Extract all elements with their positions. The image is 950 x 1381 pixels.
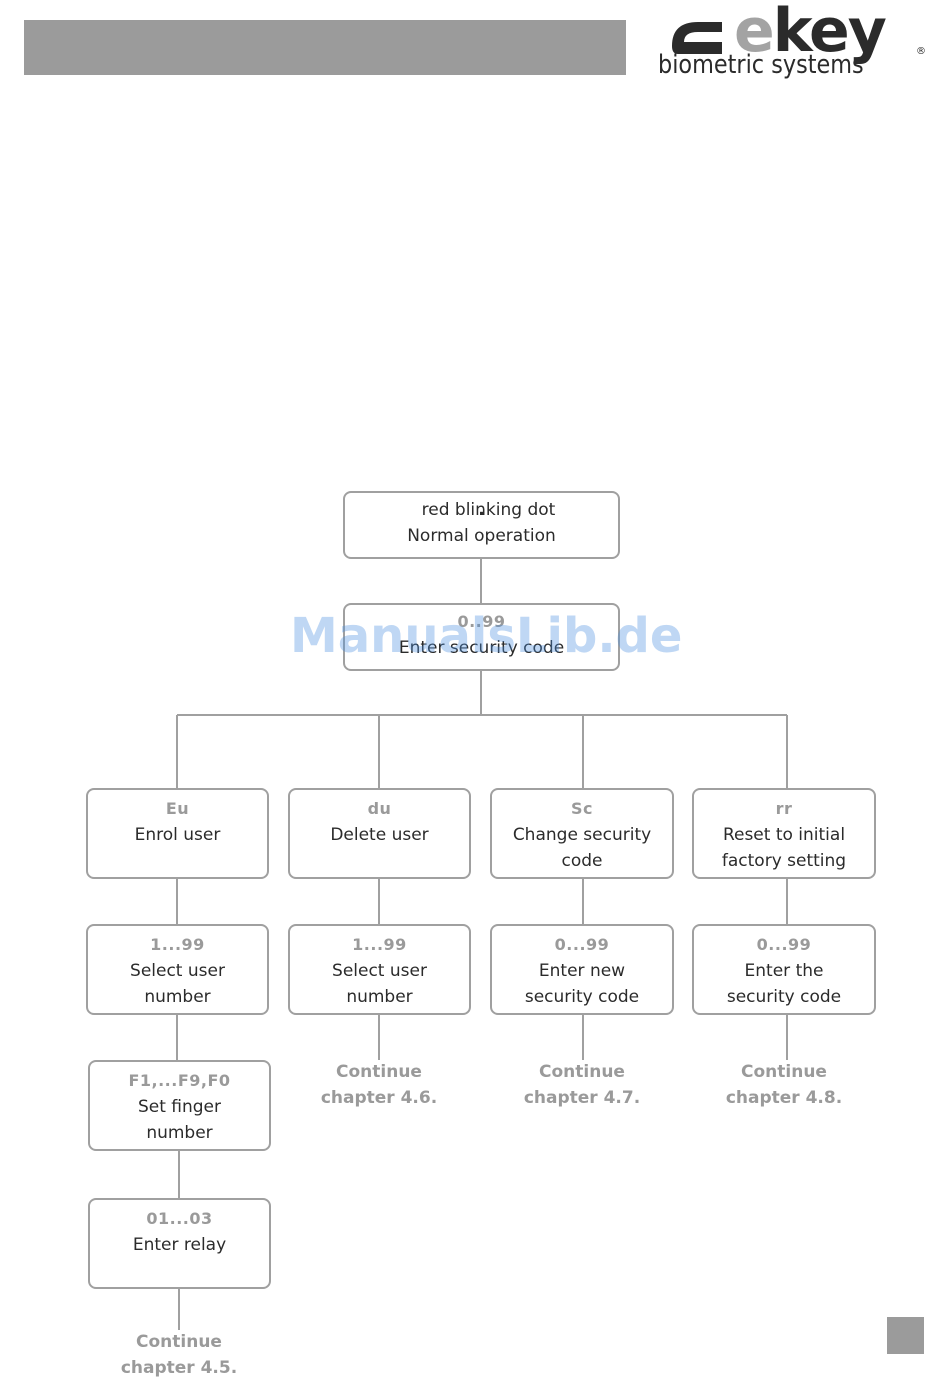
- node-code: 0...99: [554, 935, 610, 954]
- node-code: 0..99: [457, 612, 506, 631]
- node-enter-relay: 01...03 Enter relay: [88, 1198, 271, 1289]
- node-label: Reset to initial factory setting: [721, 825, 847, 871]
- node-code: du: [367, 799, 392, 818]
- node-normal-operation: . red blinking dot Normal operation: [343, 491, 620, 559]
- node-code: 1...99: [352, 935, 407, 954]
- node-label: Change security code: [512, 825, 652, 871]
- node-enter-new-security-code: 0...99 Enter new security code: [490, 924, 674, 1015]
- node-code: rr: [775, 799, 793, 818]
- ekey-mark-icon: [672, 22, 722, 54]
- node-label: Select user number: [332, 961, 427, 1007]
- node-top-line: .: [478, 497, 484, 523]
- node-code: .: [478, 500, 485, 520]
- node-code: 0...99: [756, 935, 812, 954]
- node-label: red blinking dot Normal operation: [407, 500, 556, 546]
- node-select-user-number-delete: 1...99 Select user number: [288, 924, 471, 1015]
- logo-tagline: biometric systems: [658, 50, 864, 80]
- node-label: Enter new security code: [524, 961, 640, 1007]
- node-label: Set finger number: [137, 1097, 222, 1143]
- node-label: Enter the security code: [726, 961, 842, 1007]
- node-select-user-number-enrol: 1...99 Select user number: [86, 924, 269, 1015]
- continue-chapter-4-6: Continue chapter 4.6.: [320, 1062, 438, 1108]
- page-corner-marker: [887, 1317, 924, 1354]
- node-enter-security-code: 0..99 Enter security code: [343, 603, 620, 671]
- node-code: Sc: [570, 799, 593, 818]
- node-change-security-code: Sc Change security code: [490, 788, 674, 879]
- ekey-logo: ekey ® biometric systems: [656, 0, 926, 86]
- node-reset-factory-setting: rr Reset to initial factory setting: [692, 788, 876, 879]
- node-code: F1,...F9,F0: [128, 1071, 231, 1090]
- node-enrol-user: Eu Enrol user: [86, 788, 269, 879]
- node-code: 01...03: [146, 1209, 213, 1228]
- logo-letters-key: key: [772, 0, 887, 66]
- registered-mark: ®: [916, 46, 926, 57]
- node-code: Eu: [165, 799, 190, 818]
- logo-word: ekey: [734, 0, 887, 62]
- node-label: Select user number: [130, 961, 225, 1007]
- node-set-finger-number: F1,...F9,F0 Set finger number: [88, 1060, 271, 1151]
- continue-chapter-4-8: Continue chapter 4.8.: [725, 1062, 843, 1108]
- node-label: Delete user: [330, 825, 429, 845]
- node-delete-user: du Delete user: [288, 788, 471, 879]
- header-bar: [24, 20, 626, 75]
- node-label: Enter security code: [398, 638, 565, 658]
- node-label: Enrol user: [134, 825, 221, 845]
- node-label: Enter relay: [132, 1235, 227, 1255]
- watermark: ManualsLib.de: [290, 608, 683, 664]
- continue-chapter-4-7: Continue chapter 4.7.: [523, 1062, 641, 1108]
- logo-letter-e: e: [734, 0, 775, 66]
- node-enter-the-security-code: 0...99 Enter the security code: [692, 924, 876, 1015]
- node-code: 1...99: [150, 935, 205, 954]
- continue-chapter-4-5: Continue chapter 4.5.: [120, 1332, 238, 1378]
